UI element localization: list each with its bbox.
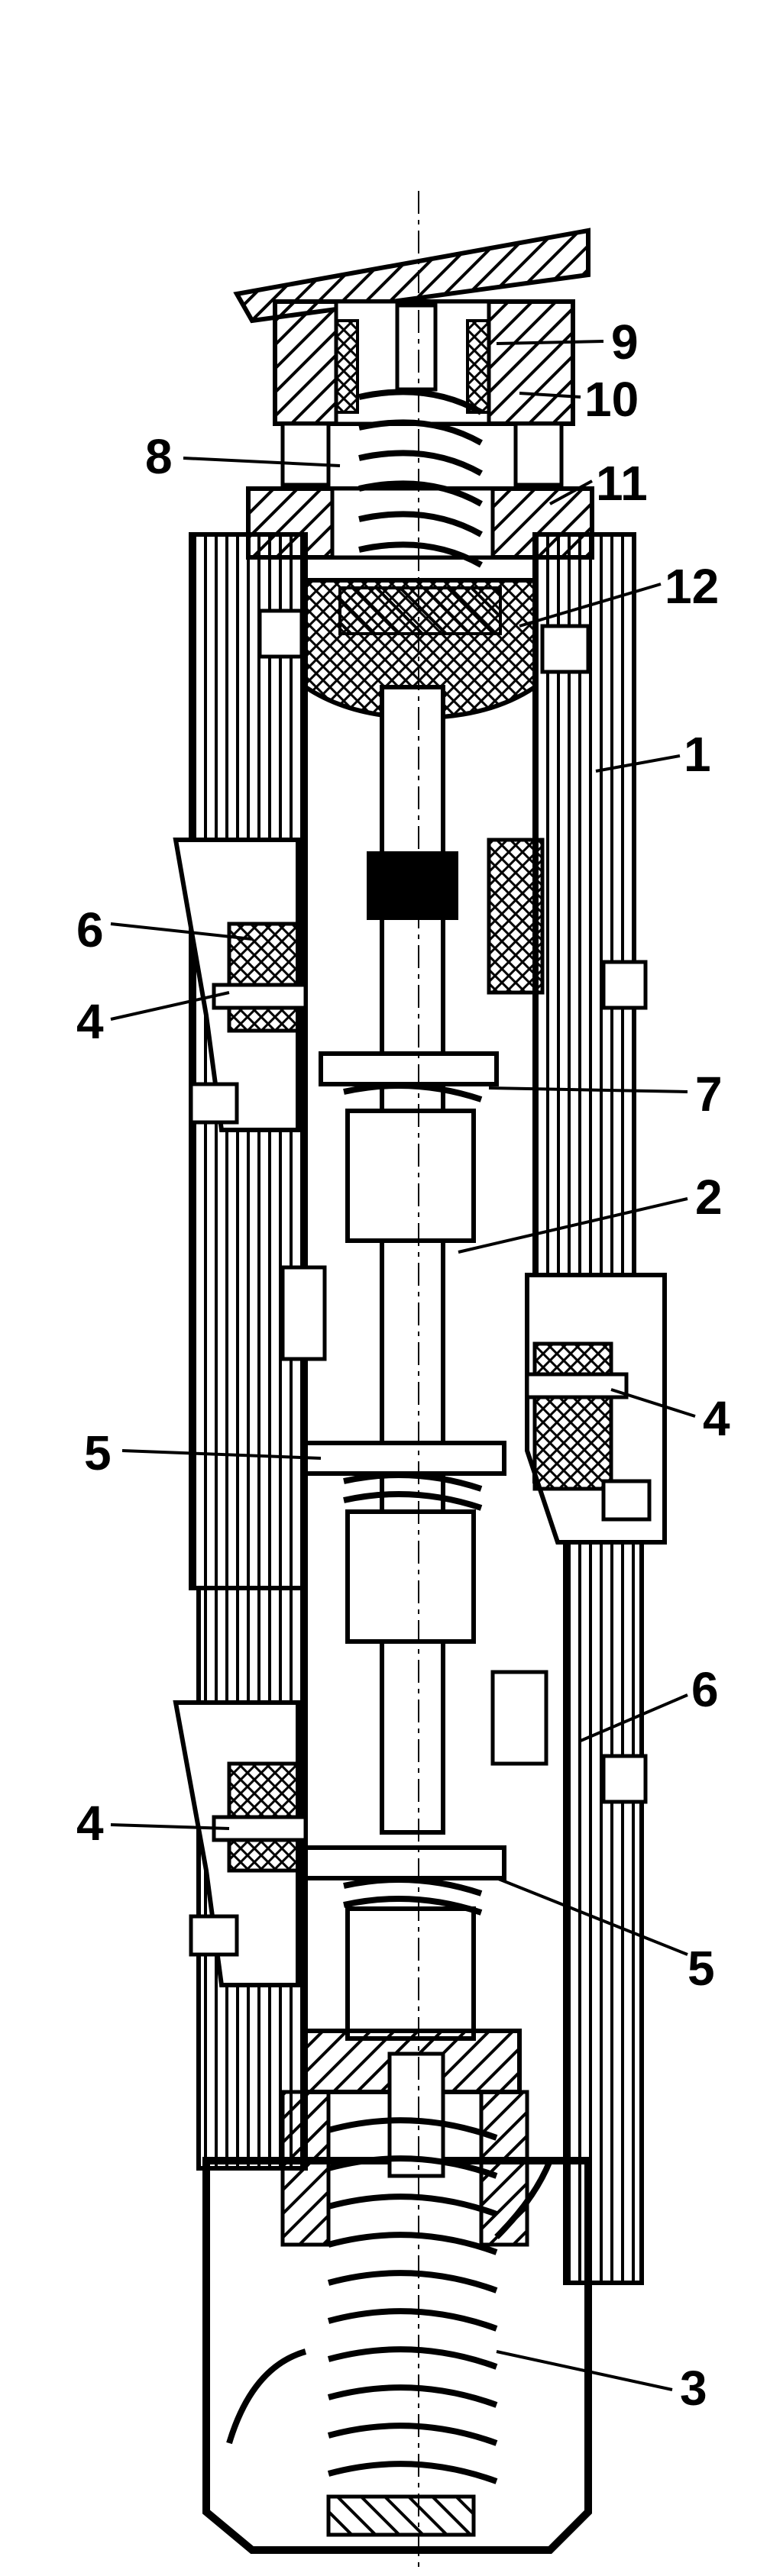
callout-5-lower: 5	[688, 1941, 715, 1996]
callout-labels: 9 10 8 11 12 1 6 4 7 2 5 4 6 4 5 3	[76, 315, 730, 2416]
top-head-assembly	[233, 228, 590, 487]
central-shaft	[345, 685, 476, 2041]
callout-4-upper: 4	[76, 994, 104, 1049]
callout-3: 3	[680, 2361, 707, 2416]
leader-lines	[110, 340, 696, 2391]
callout-6-upper: 6	[76, 902, 104, 957]
clamp-assembly-right-middle	[525, 1273, 667, 1545]
contact-block-right-upper	[280, 838, 648, 1804]
callout-8: 8	[145, 429, 173, 484]
clamp-assembly-lower-left	[173, 1700, 308, 1987]
callout-7: 7	[695, 1067, 723, 1122]
callout-6-lower: 6	[691, 1662, 719, 1717]
callout-2: 2	[695, 1170, 723, 1225]
clamp-assembly-upper-left	[173, 838, 308, 1132]
callout-1: 1	[684, 727, 711, 782]
callout-11: 11	[596, 456, 648, 511]
callout-9: 9	[611, 315, 639, 370]
callout-5-upper: 5	[84, 1425, 112, 1480]
callout-12: 12	[665, 559, 719, 614]
bottom-spring-housing	[202, 2029, 592, 2554]
callout-4-lower: 4	[76, 1796, 104, 1851]
callout-10: 10	[584, 372, 639, 427]
callout-4-right: 4	[703, 1391, 730, 1446]
